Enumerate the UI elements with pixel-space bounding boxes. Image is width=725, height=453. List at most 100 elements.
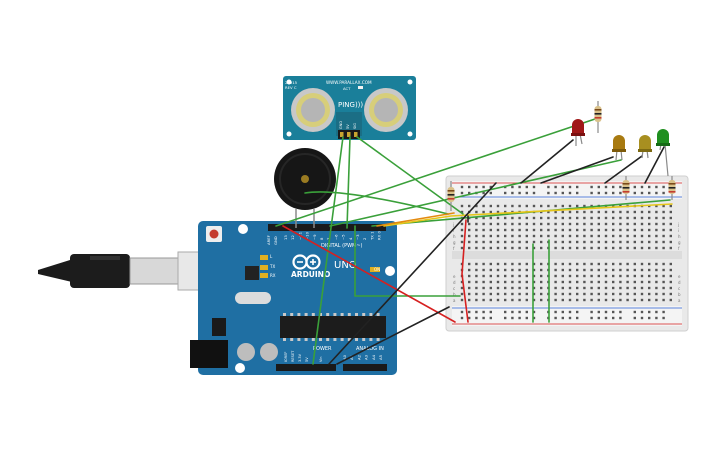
breadboard-hole[interactable]	[640, 298, 644, 302]
breadboard-hole[interactable]	[619, 292, 622, 296]
breadboard-hole[interactable]	[655, 280, 658, 284]
rail-hole[interactable]	[475, 185, 478, 189]
breadboard-hole[interactable]	[547, 228, 550, 232]
breadboard-hole[interactable]	[482, 274, 485, 278]
breadboard-hole[interactable]	[496, 222, 500, 226]
breadboard-hole[interactable]	[554, 262, 557, 266]
breadboard-hole[interactable]	[489, 286, 492, 290]
rail-hole[interactable]	[532, 310, 536, 314]
breadboard-hole[interactable]	[568, 228, 572, 232]
breadboard-hole[interactable]	[504, 292, 507, 296]
breadboard-hole[interactable]	[504, 298, 507, 302]
breadboard-hole[interactable]	[583, 240, 586, 244]
breadboard-hole[interactable]	[489, 228, 492, 232]
breadboard-hole[interactable]	[655, 286, 658, 290]
rail-hole[interactable]	[504, 316, 507, 320]
rail-hole[interactable]	[525, 191, 528, 195]
rail-hole[interactable]	[648, 191, 651, 195]
breadboard-hole[interactable]	[576, 262, 579, 266]
breadboard-hole[interactable]	[662, 240, 665, 244]
breadboard-hole[interactable]	[597, 274, 600, 278]
breadboard-hole[interactable]	[547, 204, 550, 208]
breadboard-hole[interactable]	[468, 268, 471, 272]
rail-hole[interactable]	[511, 191, 514, 195]
breadboard-hole[interactable]	[468, 298, 471, 302]
breadboard-hole[interactable]	[547, 210, 550, 214]
breadboard-hole[interactable]	[655, 210, 658, 214]
breadboard-hole[interactable]	[460, 292, 464, 296]
breadboard-hole[interactable]	[640, 228, 644, 232]
breadboard-hole[interactable]	[554, 240, 557, 244]
breadboard-hole[interactable]	[619, 210, 622, 214]
breadboard-hole[interactable]	[612, 292, 615, 296]
breadboard-hole[interactable]	[468, 204, 471, 208]
breadboard-hole[interactable]	[525, 246, 528, 250]
rail-hole[interactable]	[554, 191, 557, 195]
breadboard-hole[interactable]	[540, 240, 543, 244]
breadboard-hole[interactable]	[576, 240, 579, 244]
breadboard-hole[interactable]	[475, 274, 478, 278]
breadboard-hole[interactable]	[648, 292, 651, 296]
breadboard-hole[interactable]	[669, 268, 672, 272]
breadboard-hole[interactable]	[669, 222, 672, 226]
breadboard-hole[interactable]	[547, 234, 550, 238]
breadboard-hole[interactable]	[561, 246, 564, 250]
breadboard-hole[interactable]	[583, 228, 586, 232]
breadboard-hole[interactable]	[648, 280, 651, 284]
breadboard-hole[interactable]	[597, 268, 600, 272]
rail-hole[interactable]	[468, 316, 471, 320]
breadboard-hole[interactable]	[504, 204, 507, 208]
breadboard-hole[interactable]	[604, 292, 608, 296]
rail-hole[interactable]	[504, 310, 507, 314]
breadboard-hole[interactable]	[640, 280, 644, 284]
breadboard-hole[interactable]	[597, 222, 600, 226]
breadboard-hole[interactable]	[511, 246, 514, 250]
breadboard-hole[interactable]	[626, 262, 629, 266]
breadboard-hole[interactable]	[583, 286, 586, 290]
breadboard-hole[interactable]	[475, 268, 478, 272]
breadboard-hole[interactable]	[576, 298, 579, 302]
breadboard-hole[interactable]	[460, 240, 464, 244]
breadboard-hole[interactable]	[633, 216, 636, 220]
breadboard-hole[interactable]	[590, 268, 593, 272]
breadboard-hole[interactable]	[669, 204, 672, 208]
breadboard-hole[interactable]	[561, 292, 564, 296]
rail-hole[interactable]	[648, 185, 651, 189]
breadboard-hole[interactable]	[532, 268, 536, 272]
rail-hole[interactable]	[460, 310, 464, 314]
breadboard-hole[interactable]	[597, 246, 600, 250]
breadboard-hole[interactable]	[468, 286, 471, 290]
breadboard-hole[interactable]	[669, 262, 672, 266]
breadboard-hole[interactable]	[561, 222, 564, 226]
rail-hole[interactable]	[518, 191, 521, 195]
breadboard-hole[interactable]	[633, 228, 636, 232]
breadboard-hole[interactable]	[511, 274, 514, 278]
breadboard-hole[interactable]	[511, 280, 514, 284]
breadboard-hole[interactable]	[662, 246, 665, 250]
breadboard-hole[interactable]	[568, 292, 572, 296]
rail-hole[interactable]	[518, 316, 521, 320]
breadboard-hole[interactable]	[554, 298, 557, 302]
breadboard-hole[interactable]	[612, 262, 615, 266]
breadboard-hole[interactable]	[626, 246, 629, 250]
breadboard-hole[interactable]	[669, 286, 672, 290]
breadboard-hole[interactable]	[655, 274, 658, 278]
breadboard-hole[interactable]	[604, 274, 608, 278]
rail-hole[interactable]	[648, 310, 651, 314]
breadboard-hole[interactable]	[489, 234, 492, 238]
breadboard-hole[interactable]	[583, 234, 586, 238]
rail-hole[interactable]	[511, 310, 514, 314]
breadboard-hole[interactable]	[496, 274, 500, 278]
breadboard-hole[interactable]	[511, 228, 514, 232]
breadboard-hole[interactable]	[532, 280, 536, 284]
breadboard-hole[interactable]	[604, 286, 608, 290]
rail-hole[interactable]	[554, 185, 557, 189]
breadboard-hole[interactable]	[669, 210, 672, 214]
rail-hole[interactable]	[576, 310, 579, 314]
breadboard-hole[interactable]	[525, 268, 528, 272]
rail-hole[interactable]	[633, 191, 636, 195]
breadboard-hole[interactable]	[460, 286, 464, 290]
breadboard-hole[interactable]	[612, 240, 615, 244]
breadboard-hole[interactable]	[597, 262, 600, 266]
breadboard-hole[interactable]	[597, 216, 600, 220]
